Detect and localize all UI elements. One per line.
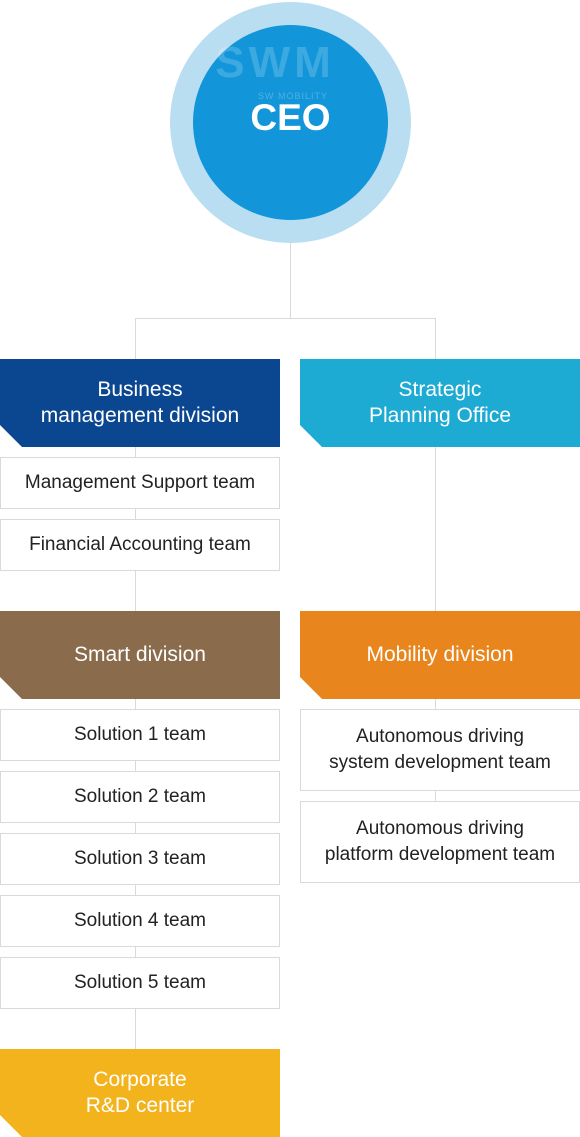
connector-right-drop — [435, 318, 436, 360]
team-solution-5: Solution 5 team — [0, 957, 280, 1009]
connector-horizontal — [135, 318, 436, 319]
team-solution-4: Solution 4 team — [0, 895, 280, 947]
smart-division: Smart division — [0, 611, 280, 699]
ceo-label: CEO — [250, 96, 331, 138]
strategic-planning-office: Strategic Planning Office — [300, 359, 580, 447]
team-autonomous-driving-platform: Autonomous driving platform development … — [300, 801, 580, 883]
ceo-watermark-subtext: SW MOBILITY — [258, 91, 329, 101]
business-management-division: Business management division — [0, 359, 280, 447]
connector-left-drop — [135, 318, 136, 360]
mobility-division: Mobility division — [300, 611, 580, 699]
team-solution-3: Solution 3 team — [0, 833, 280, 885]
team-solution-2: Solution 2 team — [0, 771, 280, 823]
team-autonomous-driving-system: Autonomous driving system development te… — [300, 709, 580, 791]
team-financial-accounting: Financial Accounting team — [0, 519, 280, 571]
team-management-support: Management Support team — [0, 457, 280, 509]
ceo-watermark-logo: SWM — [215, 38, 335, 87]
corporate-rnd-center: Corporate R&D center — [0, 1049, 280, 1137]
ceo-node: CEO — [193, 25, 388, 220]
team-solution-1: Solution 1 team — [0, 709, 280, 761]
connector-ceo-down — [290, 240, 291, 318]
